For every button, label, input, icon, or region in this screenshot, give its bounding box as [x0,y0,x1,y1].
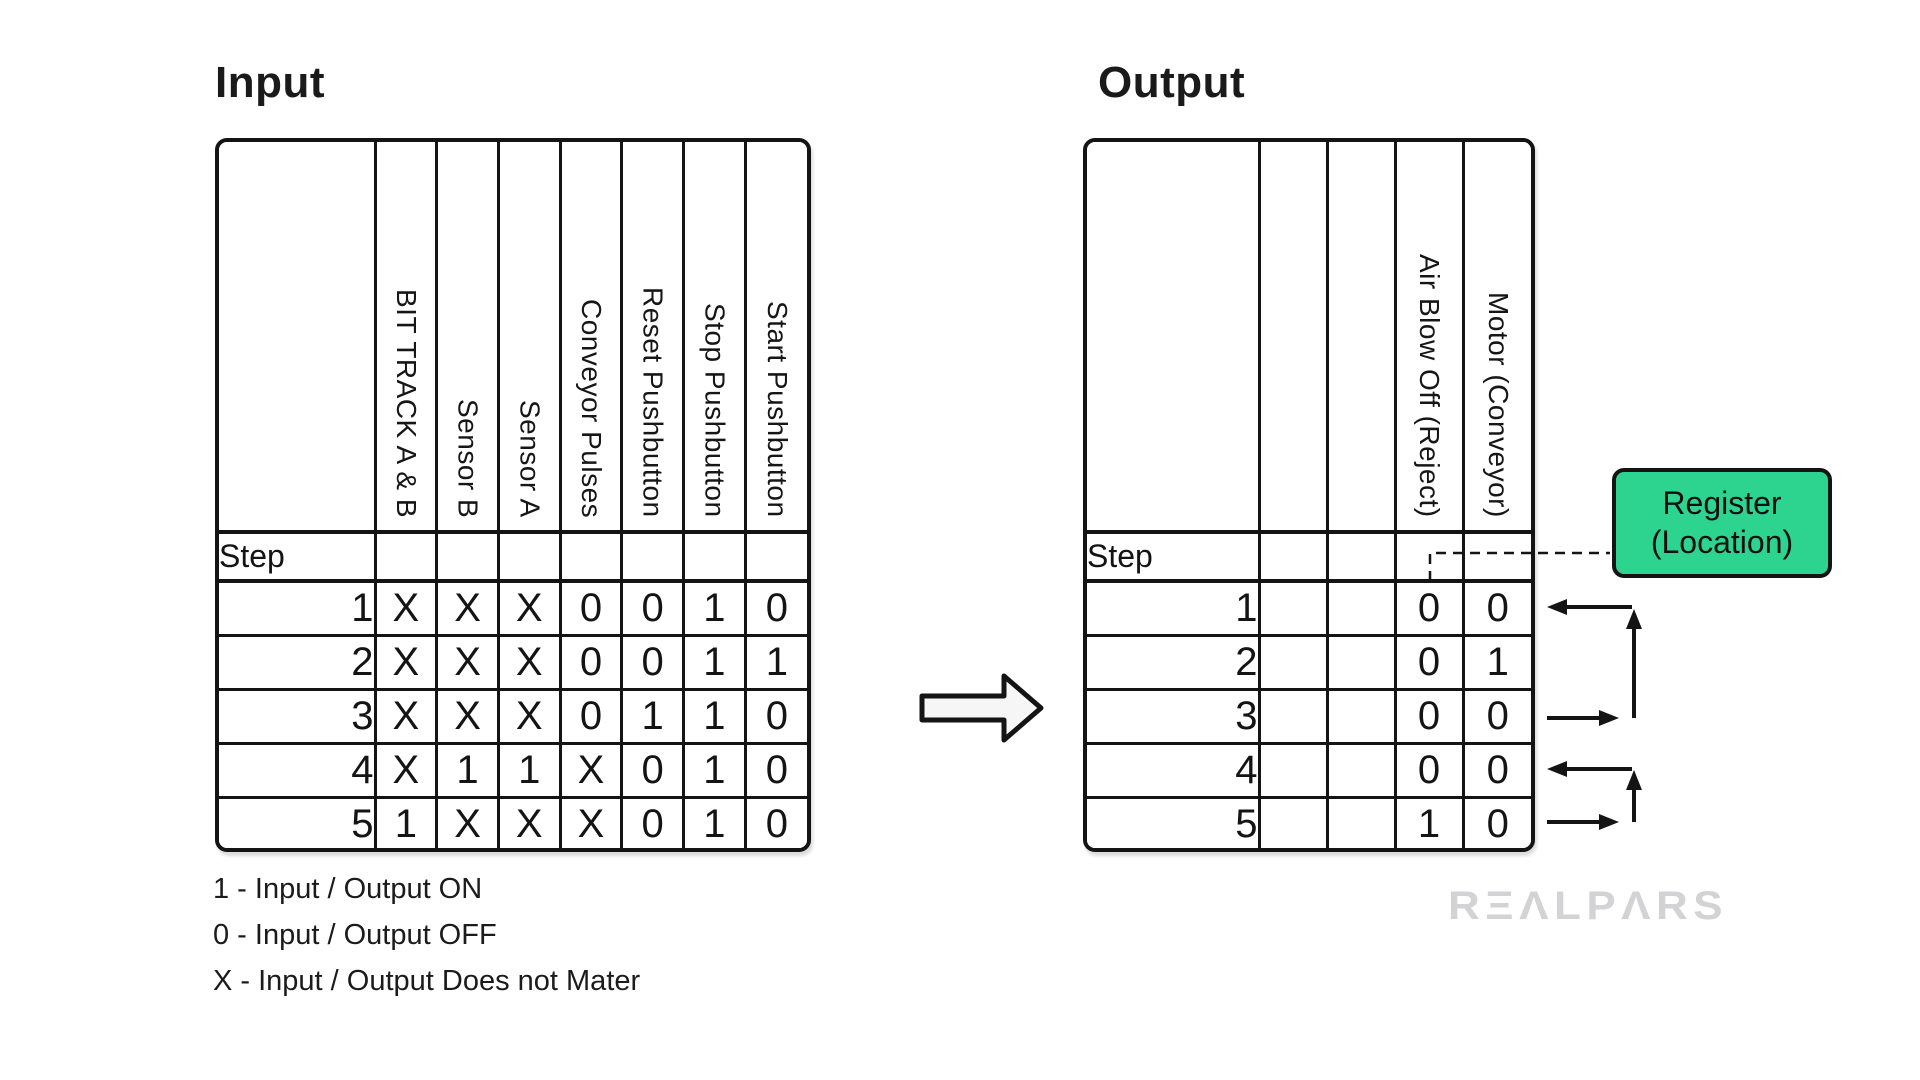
output-step-row: Step [1087,530,1531,583]
input-row-3: 3 X X X 0 1 1 0 [219,687,807,745]
input-col-header: Reset Pushbutton [620,142,686,534]
input-to-output-arrow-icon [919,673,1044,743]
header-start-pushbutton: Start Pushbutton [761,301,793,518]
loop-arrow-step3-to-step1 [1547,599,1642,726]
output-header-row: Air Blow Off (Reject) Motor (Conveyor) [1087,142,1531,534]
step-number: 2 [219,633,377,691]
header-motor-conveyor: Motor (Conveyor) [1482,292,1514,518]
input-table: BIT TRACK A & B Sensor B Sensor A Convey… [219,142,807,848]
step-number: 2 [1087,633,1261,691]
legend-item-dont-care: X - Input / Output Does not Mater [213,965,641,997]
header-bit-track: BIT TRACK A & B [390,289,422,518]
input-corner-cell [219,142,377,534]
input-row-4: 4 X 1 1 X 0 1 0 [219,741,807,799]
step-label: Step [219,530,377,583]
input-col-header: Conveyor Pulses [558,142,624,534]
header-sensor-b: Sensor B [452,398,484,518]
output-row-1: 1 0 0 [1087,579,1531,637]
legend: 1 - Input / Output ON 0 - Input / Output… [213,866,640,1004]
realpars-watermark-logo: RΞΛLPΛRS [1448,884,1729,928]
output-table-title: Output [1098,58,1246,107]
output-col-header: Air Blow Off (Reject) [1393,142,1465,534]
input-row-5: 5 1 X X X 0 1 0 [219,795,807,848]
output-truth-table: Air Blow Off (Reject) Motor (Conveyor) S… [1083,138,1535,852]
step-number: 3 [219,687,377,745]
header-conveyor-pulses: Conveyor Pulses [575,298,607,518]
input-row-2: 2 X X X 0 0 1 1 [219,633,807,691]
output-row-5: 5 1 0 [1087,795,1531,848]
register-label-line2: (Location) [1650,524,1794,560]
step-number: 5 [219,795,377,848]
step-number: 1 [219,579,377,637]
input-col-header: Sensor B [435,142,500,534]
register-location-callout: Register (Location) [1612,468,1832,578]
legend-item-on: 1 - Input / Output ON [213,873,483,905]
legend-item-off: 0 - Input / Output OFF [213,919,497,951]
input-truth-table: BIT TRACK A & B Sensor B Sensor A Convey… [215,138,811,852]
output-col-header-empty [1325,142,1397,534]
step-number: 1 [1087,579,1261,637]
input-col-header: Sensor A [496,142,562,534]
header-air-blow-off: Air Blow Off (Reject) [1414,254,1445,518]
output-row-4: 4 0 0 [1087,741,1531,799]
input-col-header: Stop Pushbutton [682,142,747,534]
header-reset-pushbutton: Reset Pushbutton [637,287,669,518]
register-label-line1: Register [1662,485,1782,521]
output-corner-cell [1087,142,1261,534]
step-number: 4 [1087,741,1261,799]
output-row-3: 3 0 0 [1087,687,1531,745]
input-table-title: Input [215,58,326,107]
input-col-header: BIT TRACK A & B [373,142,439,534]
output-table: Air Blow Off (Reject) Motor (Conveyor) S… [1087,142,1531,848]
output-row-2: 2 0 1 [1087,633,1531,691]
input-header-row: BIT TRACK A & B Sensor B Sensor A Convey… [219,142,807,534]
header-sensor-a: Sensor A [514,400,546,518]
step-label: Step [1087,530,1261,583]
input-col-header: Start Pushbutton [743,142,807,534]
input-row-1: 1 X X X 0 0 1 0 [219,579,807,637]
step-number: 4 [219,741,377,799]
loop-arrow-step5-to-step4 [1547,761,1642,830]
output-col-header-empty [1257,142,1329,534]
input-step-row: Step [219,530,807,583]
header-stop-pushbutton: Stop Pushbutton [699,303,731,518]
step-number: 3 [1087,687,1261,745]
step-number: 5 [1087,795,1261,848]
output-col-header: Motor (Conveyor) [1461,142,1531,534]
